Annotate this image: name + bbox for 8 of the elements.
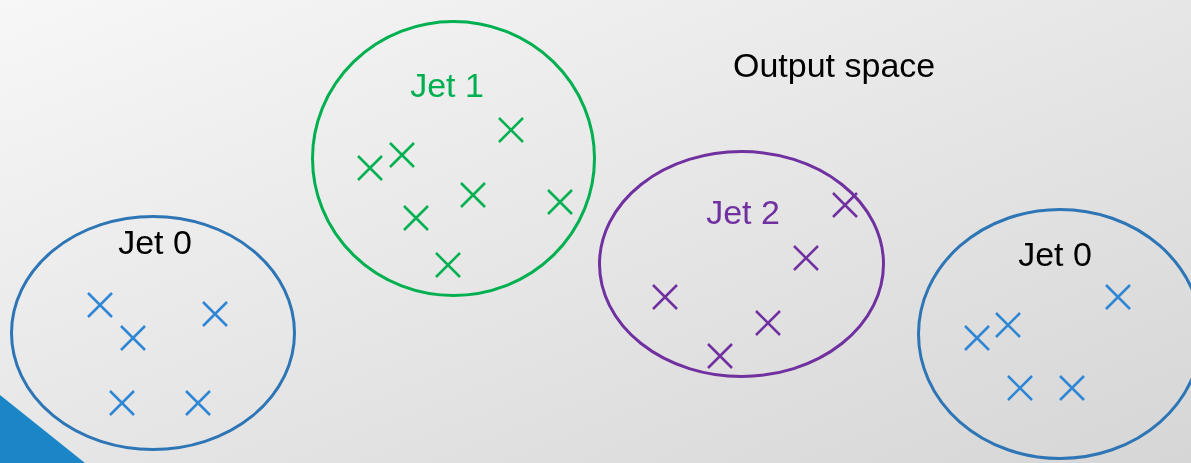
cluster-circle — [598, 150, 885, 378]
cluster-label: Jet 0 — [118, 225, 192, 259]
space-label: Output space — [733, 48, 936, 82]
cluster-label: Jet 1 — [410, 68, 484, 102]
cluster-label: Jet 2 — [706, 195, 780, 229]
cluster-circle — [10, 215, 296, 451]
cluster-circle — [311, 20, 596, 297]
cluster-label: Jet 0 — [1018, 237, 1092, 271]
